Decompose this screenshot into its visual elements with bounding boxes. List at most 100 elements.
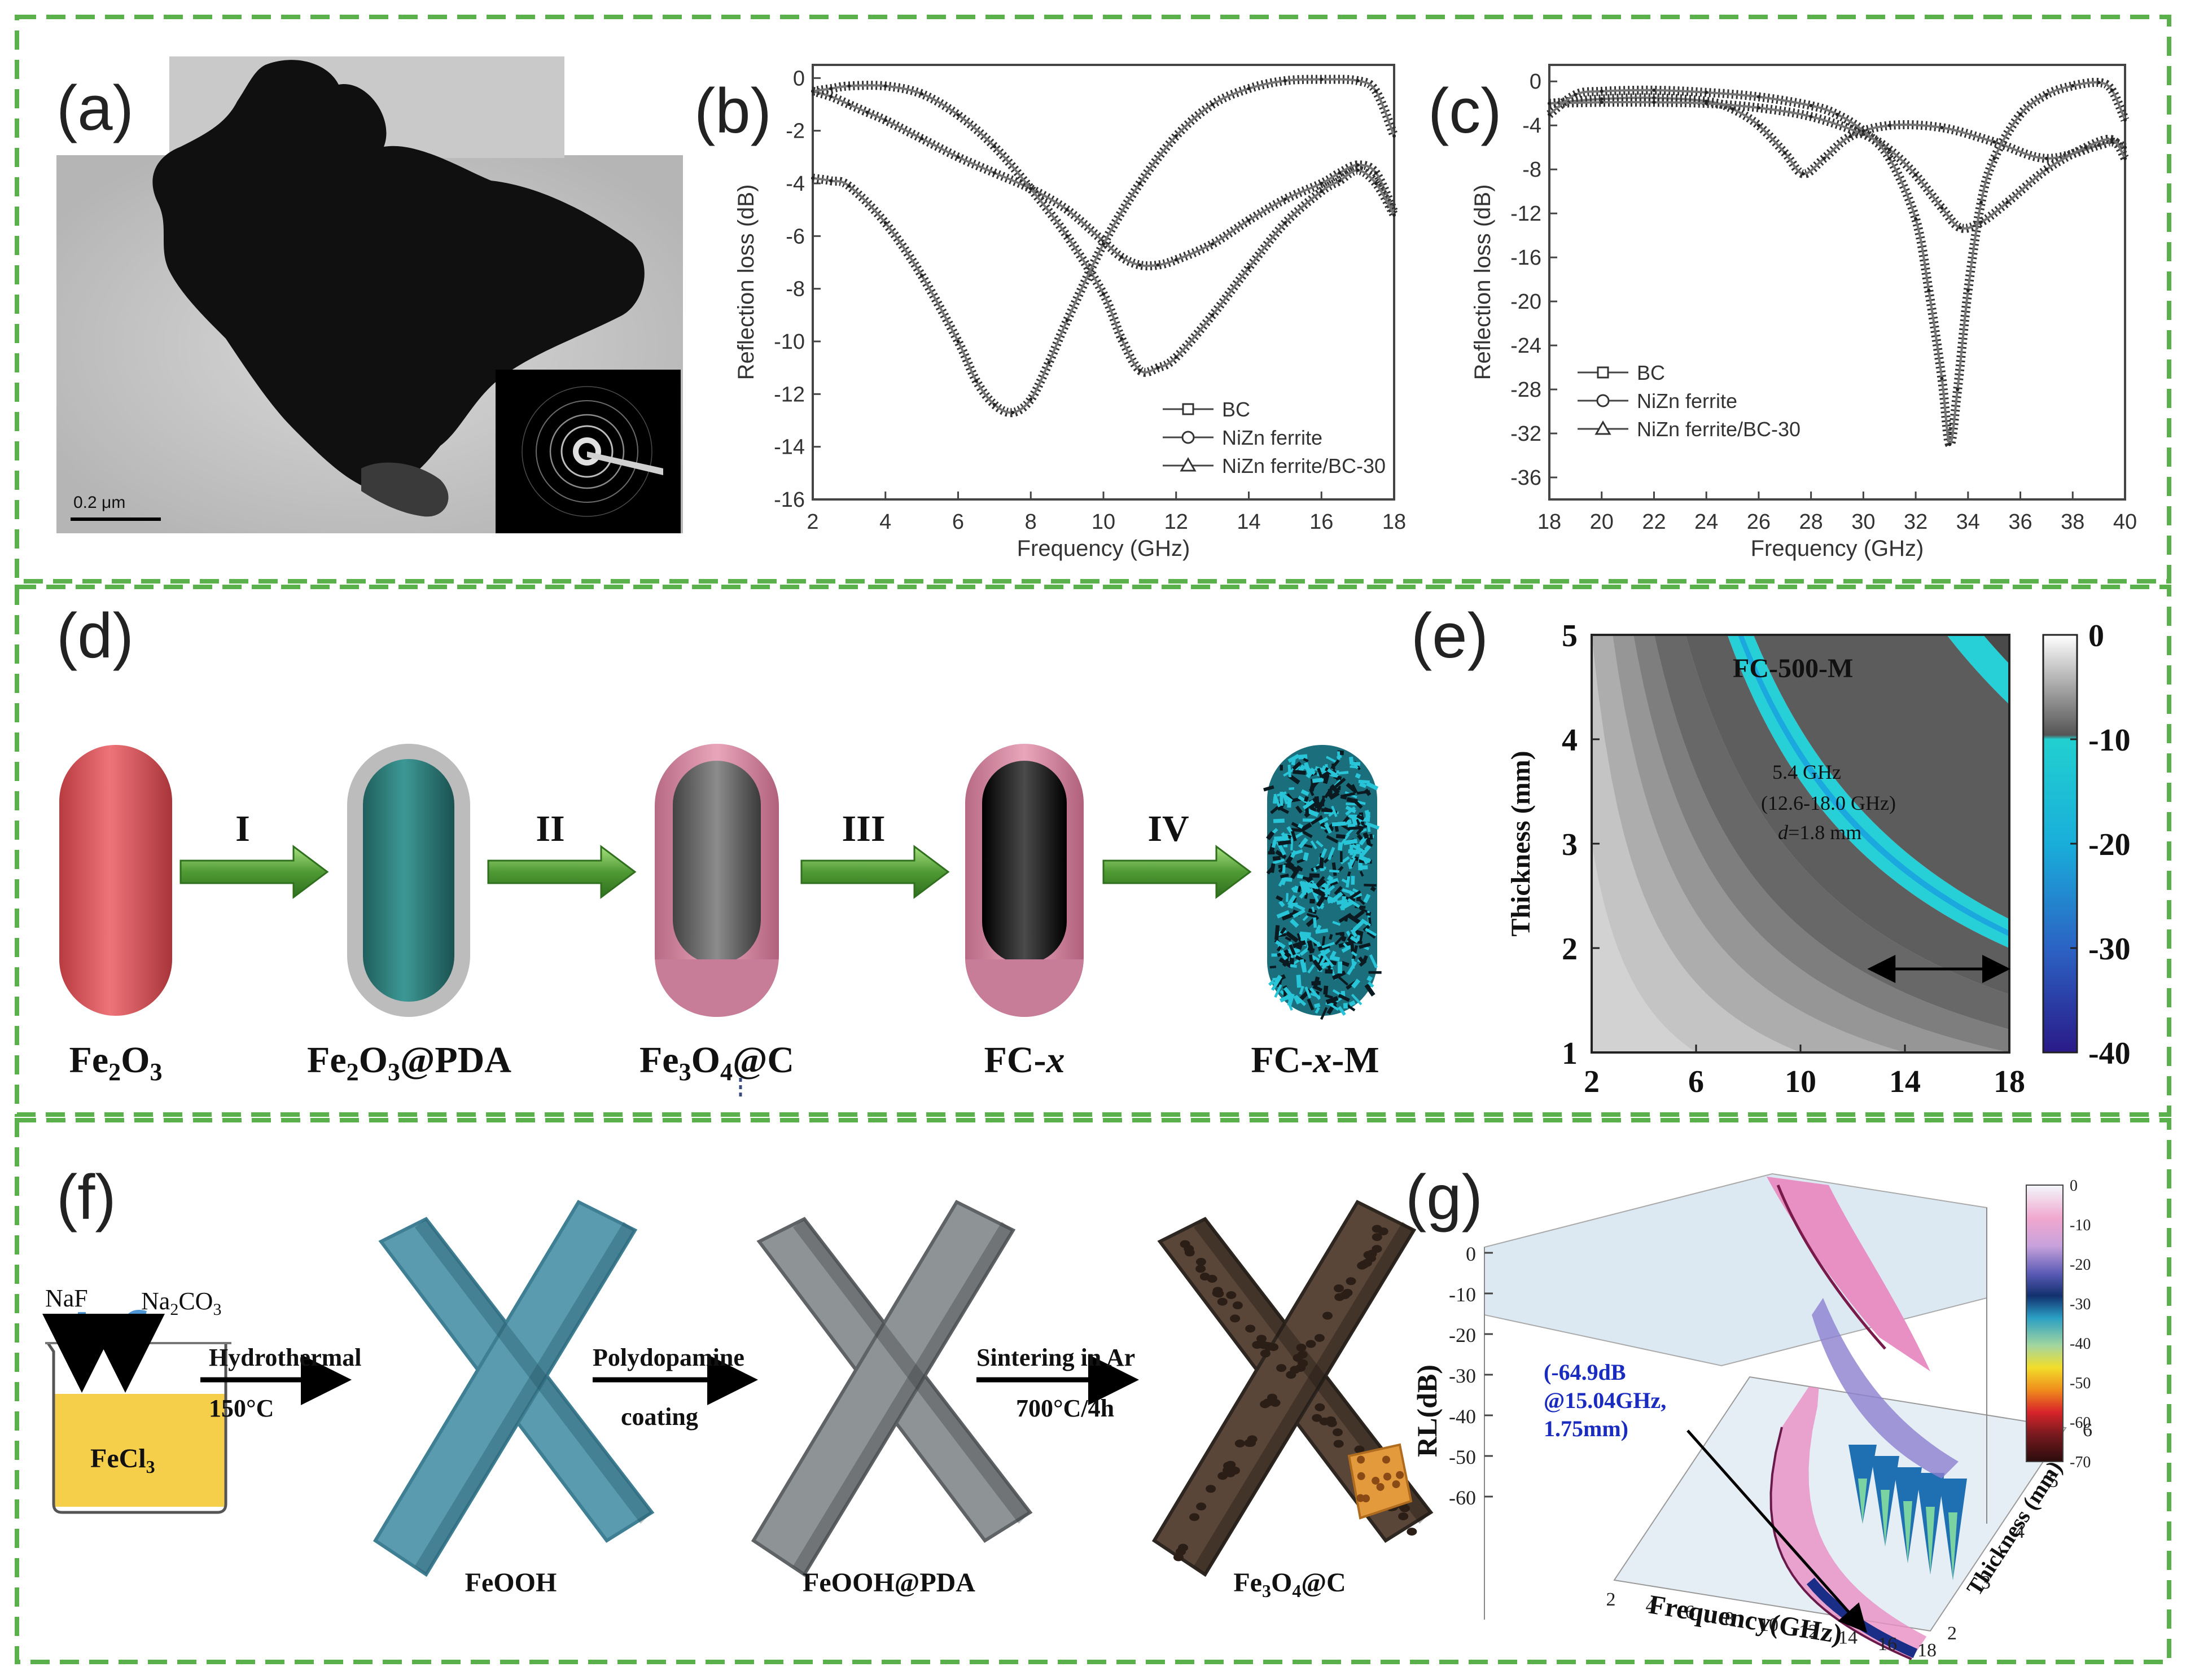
data-point: [2005, 200, 2009, 204]
nanosheet: [1358, 956, 1365, 964]
nanosheet: [1369, 954, 1378, 968]
nanosheet: [1351, 951, 1357, 957]
rl-tick-label: -30: [1449, 1365, 1476, 1387]
data-point: [1211, 313, 1215, 317]
data-point: [1948, 442, 1952, 446]
legend-triangle-marker: [1594, 420, 1611, 435]
x-tick-label: 26: [1747, 510, 1771, 534]
nanosheet: [1353, 910, 1365, 920]
series-line: [1549, 98, 2129, 233]
step2-top: Polydopamine: [593, 1344, 744, 1371]
colorbar-label: -20: [2070, 1256, 2091, 1274]
nanosheet: [1363, 832, 1369, 839]
rl-axis-label: RL(dB): [1411, 1365, 1443, 1457]
data-point: [1914, 173, 1918, 177]
arrow-iv: [1102, 845, 1252, 899]
nanosheet: [1280, 927, 1287, 935]
nanosheet: [1312, 797, 1318, 804]
legend-label: BC: [1222, 398, 1250, 421]
nanosheet: [1290, 918, 1299, 928]
y-tick-label: 0: [1530, 70, 1541, 94]
nanosheet: [1307, 940, 1315, 954]
data-point: [1247, 218, 1251, 222]
nanosheet: [1304, 986, 1312, 999]
data-point: [865, 111, 869, 114]
nanosheet: [1278, 840, 1291, 846]
nanosheet: [1363, 893, 1371, 903]
nanosheet: [1324, 994, 1333, 999]
data-point: [1940, 376, 1944, 380]
data-point: [1835, 112, 1839, 116]
data-point: [1992, 140, 1996, 144]
frame-middle: [15, 585, 2171, 1117]
nanosheet: [1337, 751, 1340, 760]
nanosheet: [1348, 849, 1361, 854]
nanosheet: [1278, 957, 1293, 968]
data-point: [956, 155, 960, 159]
data-point: [2044, 156, 2048, 160]
y-tick-label: 0: [793, 67, 805, 90]
nanosheet: [1274, 836, 1289, 841]
data-point: [1600, 97, 1604, 101]
data-point: [1940, 206, 1944, 210]
colorbar: [2026, 1185, 2064, 1462]
data-point: [1600, 100, 1604, 104]
nanosheet: [1289, 944, 1296, 955]
nanosheet: [1326, 835, 1339, 844]
nanosheet: [1338, 1006, 1346, 1016]
pore: [1217, 1297, 1228, 1306]
data-point: [1102, 292, 1105, 296]
x-fe3o4c: [1151, 1200, 1434, 1577]
nanosheet: [1270, 805, 1280, 814]
nanosheet: [1364, 858, 1372, 865]
data-point: [2110, 88, 2114, 92]
nanosheet: [1299, 947, 1309, 956]
x-tick-label: 28: [1799, 510, 1823, 534]
nanosheet: [1307, 998, 1315, 1011]
annotation-thick: 1.75mm): [1544, 1416, 1628, 1441]
pore: [1296, 1344, 1307, 1352]
rl-tick-label: -40: [1449, 1405, 1476, 1428]
thickness-tick-label: 3: [1981, 1572, 1991, 1593]
pore: [1334, 1293, 1345, 1301]
nanosheet: [1364, 809, 1371, 818]
nanosheet: [1276, 895, 1283, 902]
data-point: [1927, 288, 1931, 292]
nanosheet: [1359, 871, 1364, 877]
pore: [1319, 1417, 1330, 1425]
annotation-var: d: [1778, 821, 1789, 844]
nanosheet: [1338, 842, 1343, 851]
product-fe3o4c: Fe3O4@C: [1233, 1568, 1346, 1601]
x-arm-shade: [793, 1219, 1030, 1524]
nanosheet: [1275, 940, 1286, 949]
nanosheet: [1299, 985, 1304, 995]
data-point: [1574, 93, 1578, 96]
nanosheet: [1330, 881, 1338, 887]
pore: [1346, 1277, 1356, 1286]
saed-rings: [522, 386, 652, 517]
nanosheet: [1360, 918, 1372, 927]
thickness-tick-label: 5: [2049, 1471, 2058, 1492]
nanosheet: [1317, 767, 1324, 779]
plot-frame: [1548, 64, 2126, 501]
nanosheet: [1324, 823, 1333, 834]
data-point: [1029, 397, 1033, 401]
surface-spike-tip: [1926, 1507, 1935, 1574]
frame-bottom: [15, 1118, 2171, 1664]
pore: [1196, 1502, 1207, 1511]
nanosheet: [1329, 892, 1343, 904]
nanosheet: [1366, 975, 1373, 982]
step1-top: Hydrothermal: [209, 1344, 362, 1371]
pipe-na2co3: [86, 1310, 165, 1393]
nanosheet: [1289, 787, 1295, 790]
data-point: [1652, 88, 1656, 92]
nanosheet: [1299, 880, 1307, 896]
data-point: [1047, 361, 1051, 365]
data-point: [1992, 156, 1996, 160]
thickness-tick-label: 2: [1947, 1623, 1957, 1644]
nanosheet: [1302, 915, 1309, 922]
